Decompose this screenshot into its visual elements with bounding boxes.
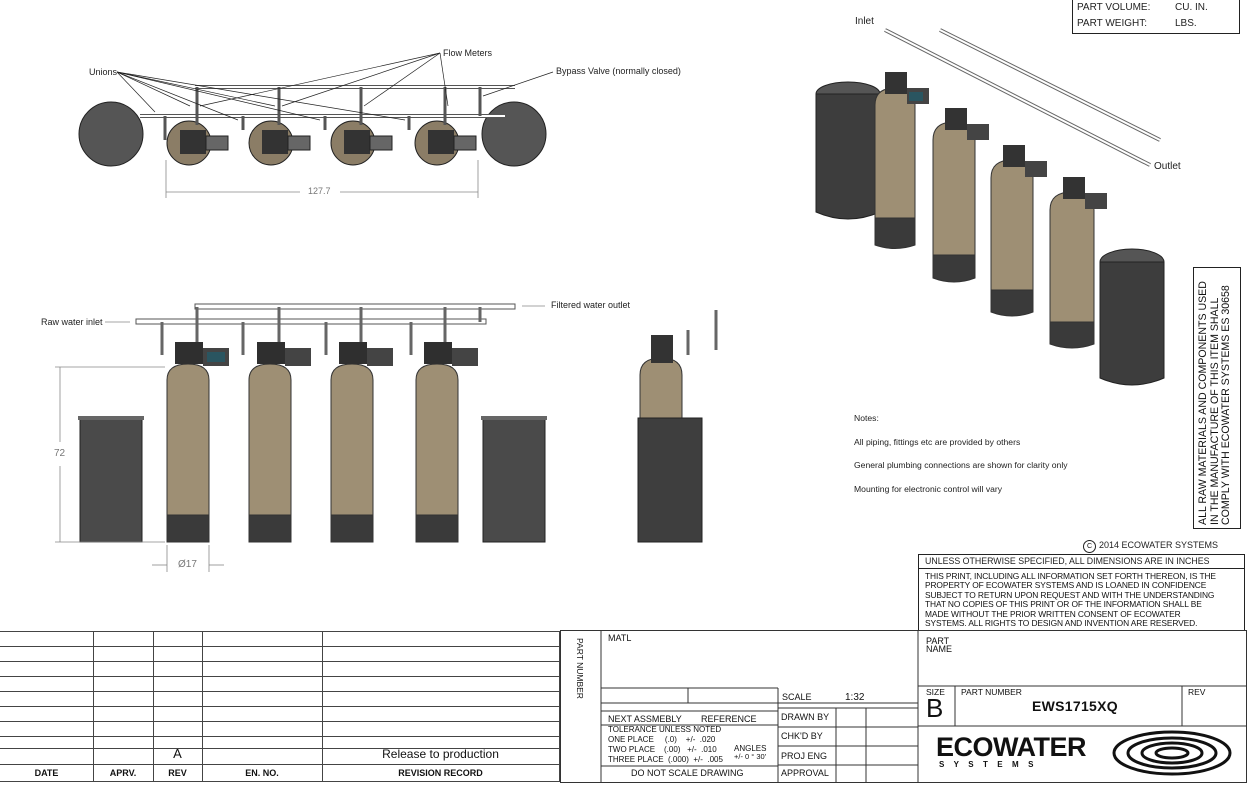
legal-box: THIS PRINT, INCLUDING ALL INFORMATION SE… <box>918 568 1245 631</box>
compliance-box <box>1193 267 1241 529</box>
logo-subtext: S Y S T E M S <box>939 760 1038 769</box>
iso-outlet-label: Outlet <box>1154 161 1181 172</box>
revision-record-value: Release to production <box>382 747 499 761</box>
scale-value: 1:32 <box>845 692 865 703</box>
unions-label: Unions <box>89 67 118 77</box>
approval-label: APPROVAL <box>781 768 829 778</box>
copyright-symbol: C <box>1083 540 1096 553</box>
top-view-drawing <box>78 52 554 198</box>
compliance-line: COMPLY WITH ECOWATER SYSTEMS ES 30658 <box>1220 285 1232 525</box>
col-rev: REV <box>168 768 187 778</box>
tolerance-title: TOLERANCE UNLESS NOTED <box>608 725 722 734</box>
part-volume-unit: CU. IN. <box>1175 2 1208 13</box>
size-value: B <box>926 693 944 723</box>
copyright-text: 2014 ECOWATER SYSTEMS <box>1099 540 1219 550</box>
checked-by-label: CHK'D BY <box>781 731 823 741</box>
part-number-value: EWS1715XQ <box>1032 698 1118 714</box>
legal-line: SYSTEMS. ALL RIGHTS TO DESIGN AND INVENT… <box>925 618 1198 629</box>
next-assembly-label: NEXT ASSMEBLY <box>608 714 682 724</box>
isometric-view-drawing <box>815 28 1165 386</box>
legal-line: THIS PRINT, INCLUDING ALL INFORMATION SE… <box>925 571 1216 581</box>
bypass-valve-label: Bypass Valve (normally closed) <box>556 66 681 76</box>
rev-label: REV <box>1188 687 1206 697</box>
part-number-label: PART NUMBER <box>961 687 1022 697</box>
do-not-scale-note: DO NOT SCALE DRAWING <box>631 768 744 778</box>
diameter-dimension: Ø17 <box>178 559 197 570</box>
part-weight-label: PART WEIGHT: <box>1077 18 1148 29</box>
height-dimension: 72 <box>54 448 66 459</box>
legal-text: THIS PRINT, INCLUDING ALL INFORMATION SE… <box>925 571 1216 629</box>
matl-label: MATL <box>608 633 632 643</box>
angles-label: ANGLES <box>734 744 767 753</box>
tolerance-two-place: TWO PLACE (.00) +/- .010 <box>608 745 717 754</box>
part-weight-unit: LBS. <box>1175 18 1197 29</box>
swirl-logo-icon <box>1112 730 1232 776</box>
dimensions-note: UNLESS OTHERWISE SPECIFIED, ALL DIMENSIO… <box>925 556 1210 566</box>
width-dimension: 127.7 <box>308 186 331 196</box>
note-item: General plumbing connections are shown f… <box>854 460 1068 470</box>
notes-title: Notes: <box>854 413 879 423</box>
col-apprv: APRV. <box>109 768 137 778</box>
revision-block <box>0 631 560 782</box>
logo-wordmark: ECOWATER <box>936 732 1087 762</box>
compliance-note: ALL RAW MATERIALS AND COMPONENTS USED IN… <box>1197 281 1233 525</box>
part-info-box: PART VOLUME: CU. IN. PART WEIGHT: LBS. <box>1072 0 1240 34</box>
part-number-vertical: PART NUMBER <box>575 638 585 699</box>
title-block-grid <box>560 630 1247 783</box>
col-en-no: EN. NO. <box>245 768 279 778</box>
part-name-label-1: PART <box>926 636 950 646</box>
reference-label: REFERENCE <box>701 714 757 724</box>
note-item: All piping, fittings etc are provided by… <box>854 437 1021 447</box>
dimensions-note-box: UNLESS OTHERWISE SPECIFIED, ALL DIMENSIO… <box>918 554 1245 569</box>
scale-label: SCALE <box>782 692 812 702</box>
legal-line: THAT NO COPIES OF THIS PRINT OR OF THE I… <box>925 599 1202 610</box>
compliance-line: ALL RAW MATERIALS AND COMPONENTS USED <box>1197 281 1209 525</box>
col-date: DATE <box>34 768 59 778</box>
drawn-by-label: DRAWN BY <box>781 712 830 722</box>
raw-water-inlet-label: Raw water inlet <box>41 317 103 327</box>
part-name-label-2: NAME <box>926 644 953 654</box>
size-label: SIZE <box>926 687 945 697</box>
legal-line: SUBJECT TO RETURN UPON REQUEST AND WITH … <box>925 589 1215 600</box>
legal-line: PROPERTY OF ECOWATER SYSTEMS AND IS LOAN… <box>925 580 1207 591</box>
iso-inlet-label: Inlet <box>855 16 874 27</box>
proj-eng-label: PROJ ENG <box>781 751 828 761</box>
note-item: Mounting for electronic control will var… <box>854 484 1003 494</box>
ecowater-logo: ECOWATER S Y S T E M S <box>936 730 1236 780</box>
flow-meters-label: Flow Meters <box>443 48 493 58</box>
legal-line: MADE WITHOUT THE PRIOR WRITTEN CONSENT O… <box>925 608 1181 619</box>
tolerance-three-place: THREE PLACE (.000) +/- .005 <box>608 755 723 764</box>
part-volume-label: PART VOLUME: <box>1077 2 1151 13</box>
filtered-water-outlet-label: Filtered water outlet <box>551 300 631 310</box>
col-revision-record: REVISION RECORD <box>398 768 483 778</box>
revision-value: A <box>173 746 182 761</box>
tolerance-one-place: ONE PLACE (.0) +/- .020 <box>608 735 716 744</box>
angles-value: +/- 0 ° 30' <box>734 752 767 761</box>
front-view-drawing <box>55 303 718 572</box>
